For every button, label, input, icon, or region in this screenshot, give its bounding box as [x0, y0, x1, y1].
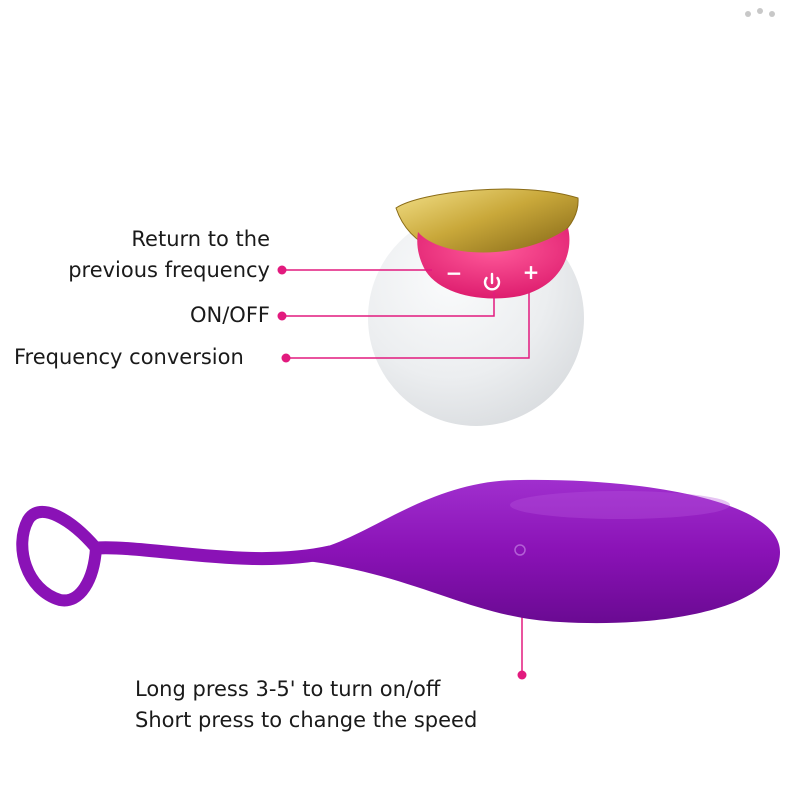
loop-ring [16, 505, 102, 607]
bottom-instructions: Long press 3-5' to turn on/off Short pre… [135, 674, 477, 736]
minus-label-line2: previous frequency [68, 258, 270, 282]
device-body [300, 479, 780, 624]
corner-mark-icon [745, 8, 775, 17]
minus-button-icon: − [446, 261, 463, 285]
bottom-line2: Short press to change the speed [135, 708, 478, 732]
power-label: ON/OFF [189, 303, 270, 327]
bottom-line1: Long press 3-5' to turn on/off [135, 677, 441, 701]
body-button [514, 544, 526, 556]
body-highlight [510, 491, 730, 519]
plus-label: Frequency conversion [14, 345, 244, 369]
minus-label: Return to the previous frequency [20, 224, 270, 286]
retrieval-loop [89, 541, 337, 566]
minus-label-line1: Return to the [131, 227, 270, 251]
control-panel [417, 228, 570, 299]
power-icon [483, 272, 501, 291]
plus-button-icon: + [523, 260, 540, 284]
leader-dots [277, 265, 527, 680]
leader-lines [282, 269, 530, 675]
